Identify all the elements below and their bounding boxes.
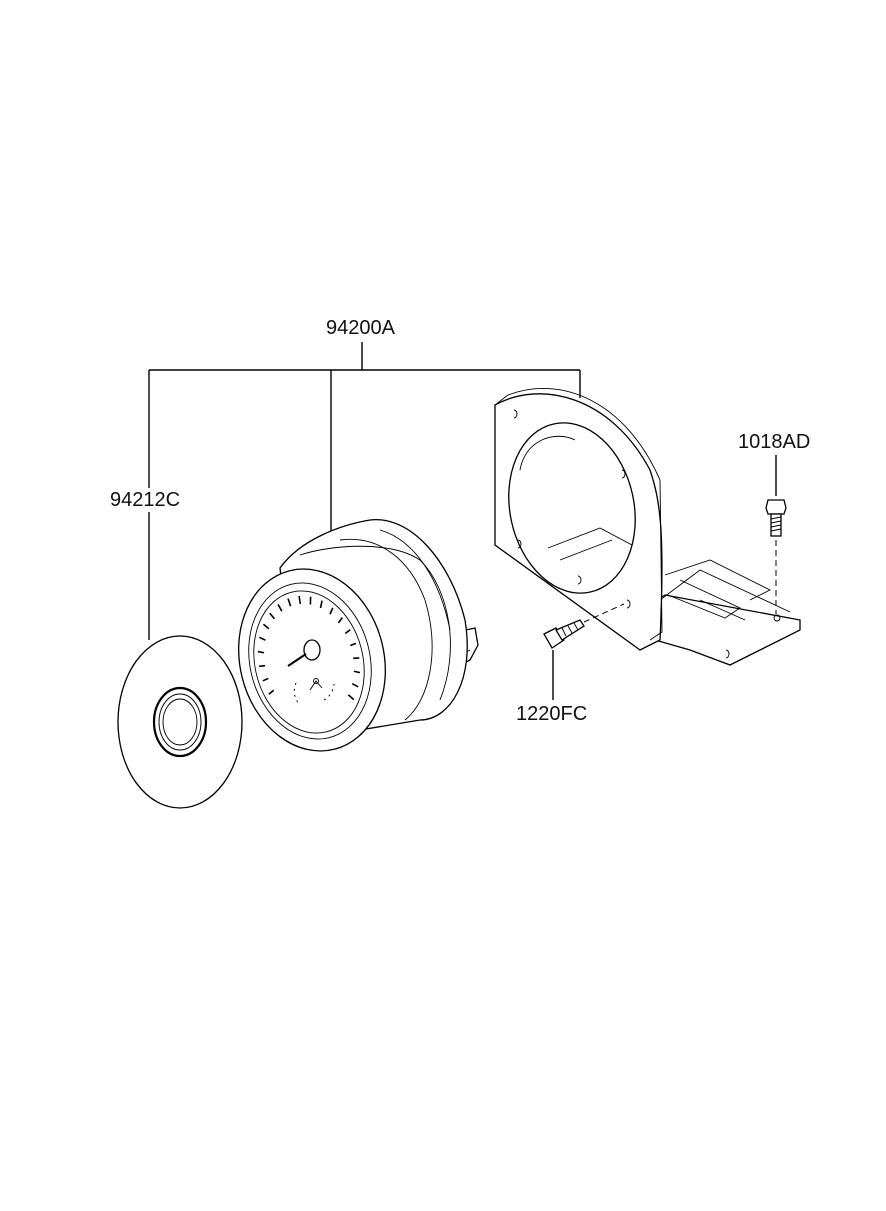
dial-tick [258,664,266,668]
dial-tick [268,689,275,695]
dial-tick [344,629,351,635]
gauge-cluster-part [238,519,479,752]
mounting-bracket-part [494,388,801,666]
dial-tick [262,623,270,630]
callout-94212c: 94212C [110,489,180,511]
assembly-leader-lines [148,342,581,640]
dial-tick [298,595,302,604]
dial-tick [347,694,355,701]
dial-tick [353,670,361,674]
bolt-1018ad-part [765,455,787,614]
dial-tick [319,600,323,609]
dial-tick [262,677,269,682]
dial-tick [351,682,359,688]
callout-1220fc: 1220FC [516,703,587,725]
callout-94200a: 94200A [326,317,396,339]
glass-window-part [117,635,243,809]
dial-tick [259,636,266,641]
dial-tick [287,598,292,607]
dial-tick [329,607,334,615]
dial-tick [337,617,343,624]
dial-tick [269,612,276,620]
screw-1220fc-part [543,603,625,700]
dial-tick [350,642,357,647]
dial-tick [277,604,283,612]
callout-1018ad: 1018AD [738,431,810,453]
dial-tick [257,650,265,654]
dial-ticks [257,595,361,701]
